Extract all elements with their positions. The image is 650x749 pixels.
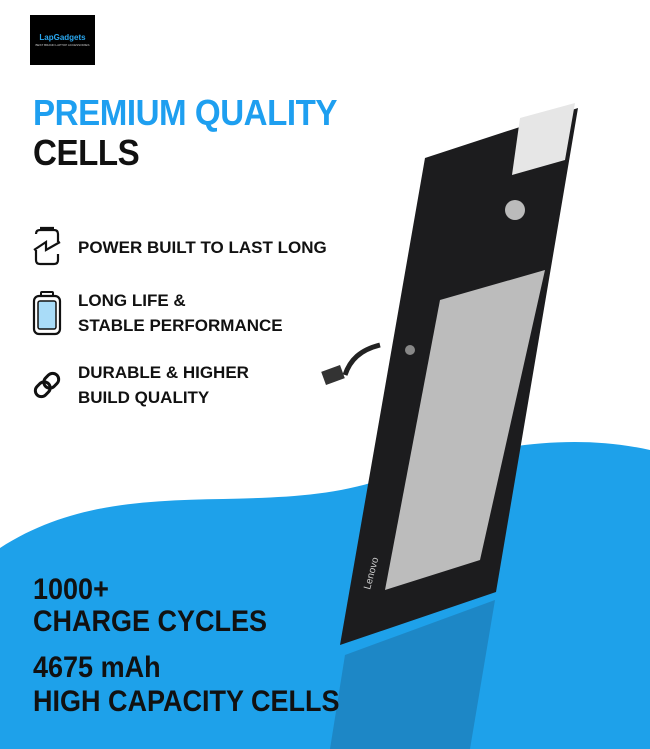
feature-text-line2: STABLE PERFORMANCE bbox=[78, 316, 283, 335]
feature-text: POWER BUILT TO LAST LONG bbox=[78, 237, 327, 257]
battery-full-icon bbox=[32, 291, 62, 336]
headline-line1: PREMIUM QUALITY bbox=[33, 92, 338, 133]
link-icon bbox=[33, 371, 61, 399]
capacity-value: 4675 mAh bbox=[33, 651, 161, 684]
battery-power-icon bbox=[33, 226, 61, 266]
logo-tagline: BEST BRAND LAPTOP ACCESSORIES bbox=[35, 43, 90, 47]
brand-logo: LapGadgets BEST BRAND LAPTOP ACCESSORIES bbox=[30, 15, 95, 65]
feature-text-line1: DURABLE & HIGHER bbox=[78, 363, 249, 382]
battery-reflection bbox=[330, 600, 495, 749]
logo-text: LapGadgets bbox=[39, 33, 86, 42]
feature-long-life: LONG LIFE & STABLE PERFORMANCE bbox=[30, 288, 283, 338]
feature-text-line2: BUILD QUALITY bbox=[78, 388, 210, 407]
feature-power: POWER BUILT TO LAST LONG bbox=[30, 224, 327, 270]
feature-text-line1: LONG LIFE & bbox=[78, 291, 186, 310]
cycles-label: CHARGE CYCLES bbox=[33, 605, 268, 638]
cycles-value: 1000+ bbox=[33, 573, 109, 606]
feature-durable: DURABLE & HIGHER BUILD QUALITY bbox=[30, 360, 249, 410]
battery-image: Lenovo bbox=[321, 103, 578, 645]
capacity-label: HIGH CAPACITY CELLS bbox=[33, 685, 340, 718]
headline-line2: CELLS bbox=[33, 132, 140, 173]
